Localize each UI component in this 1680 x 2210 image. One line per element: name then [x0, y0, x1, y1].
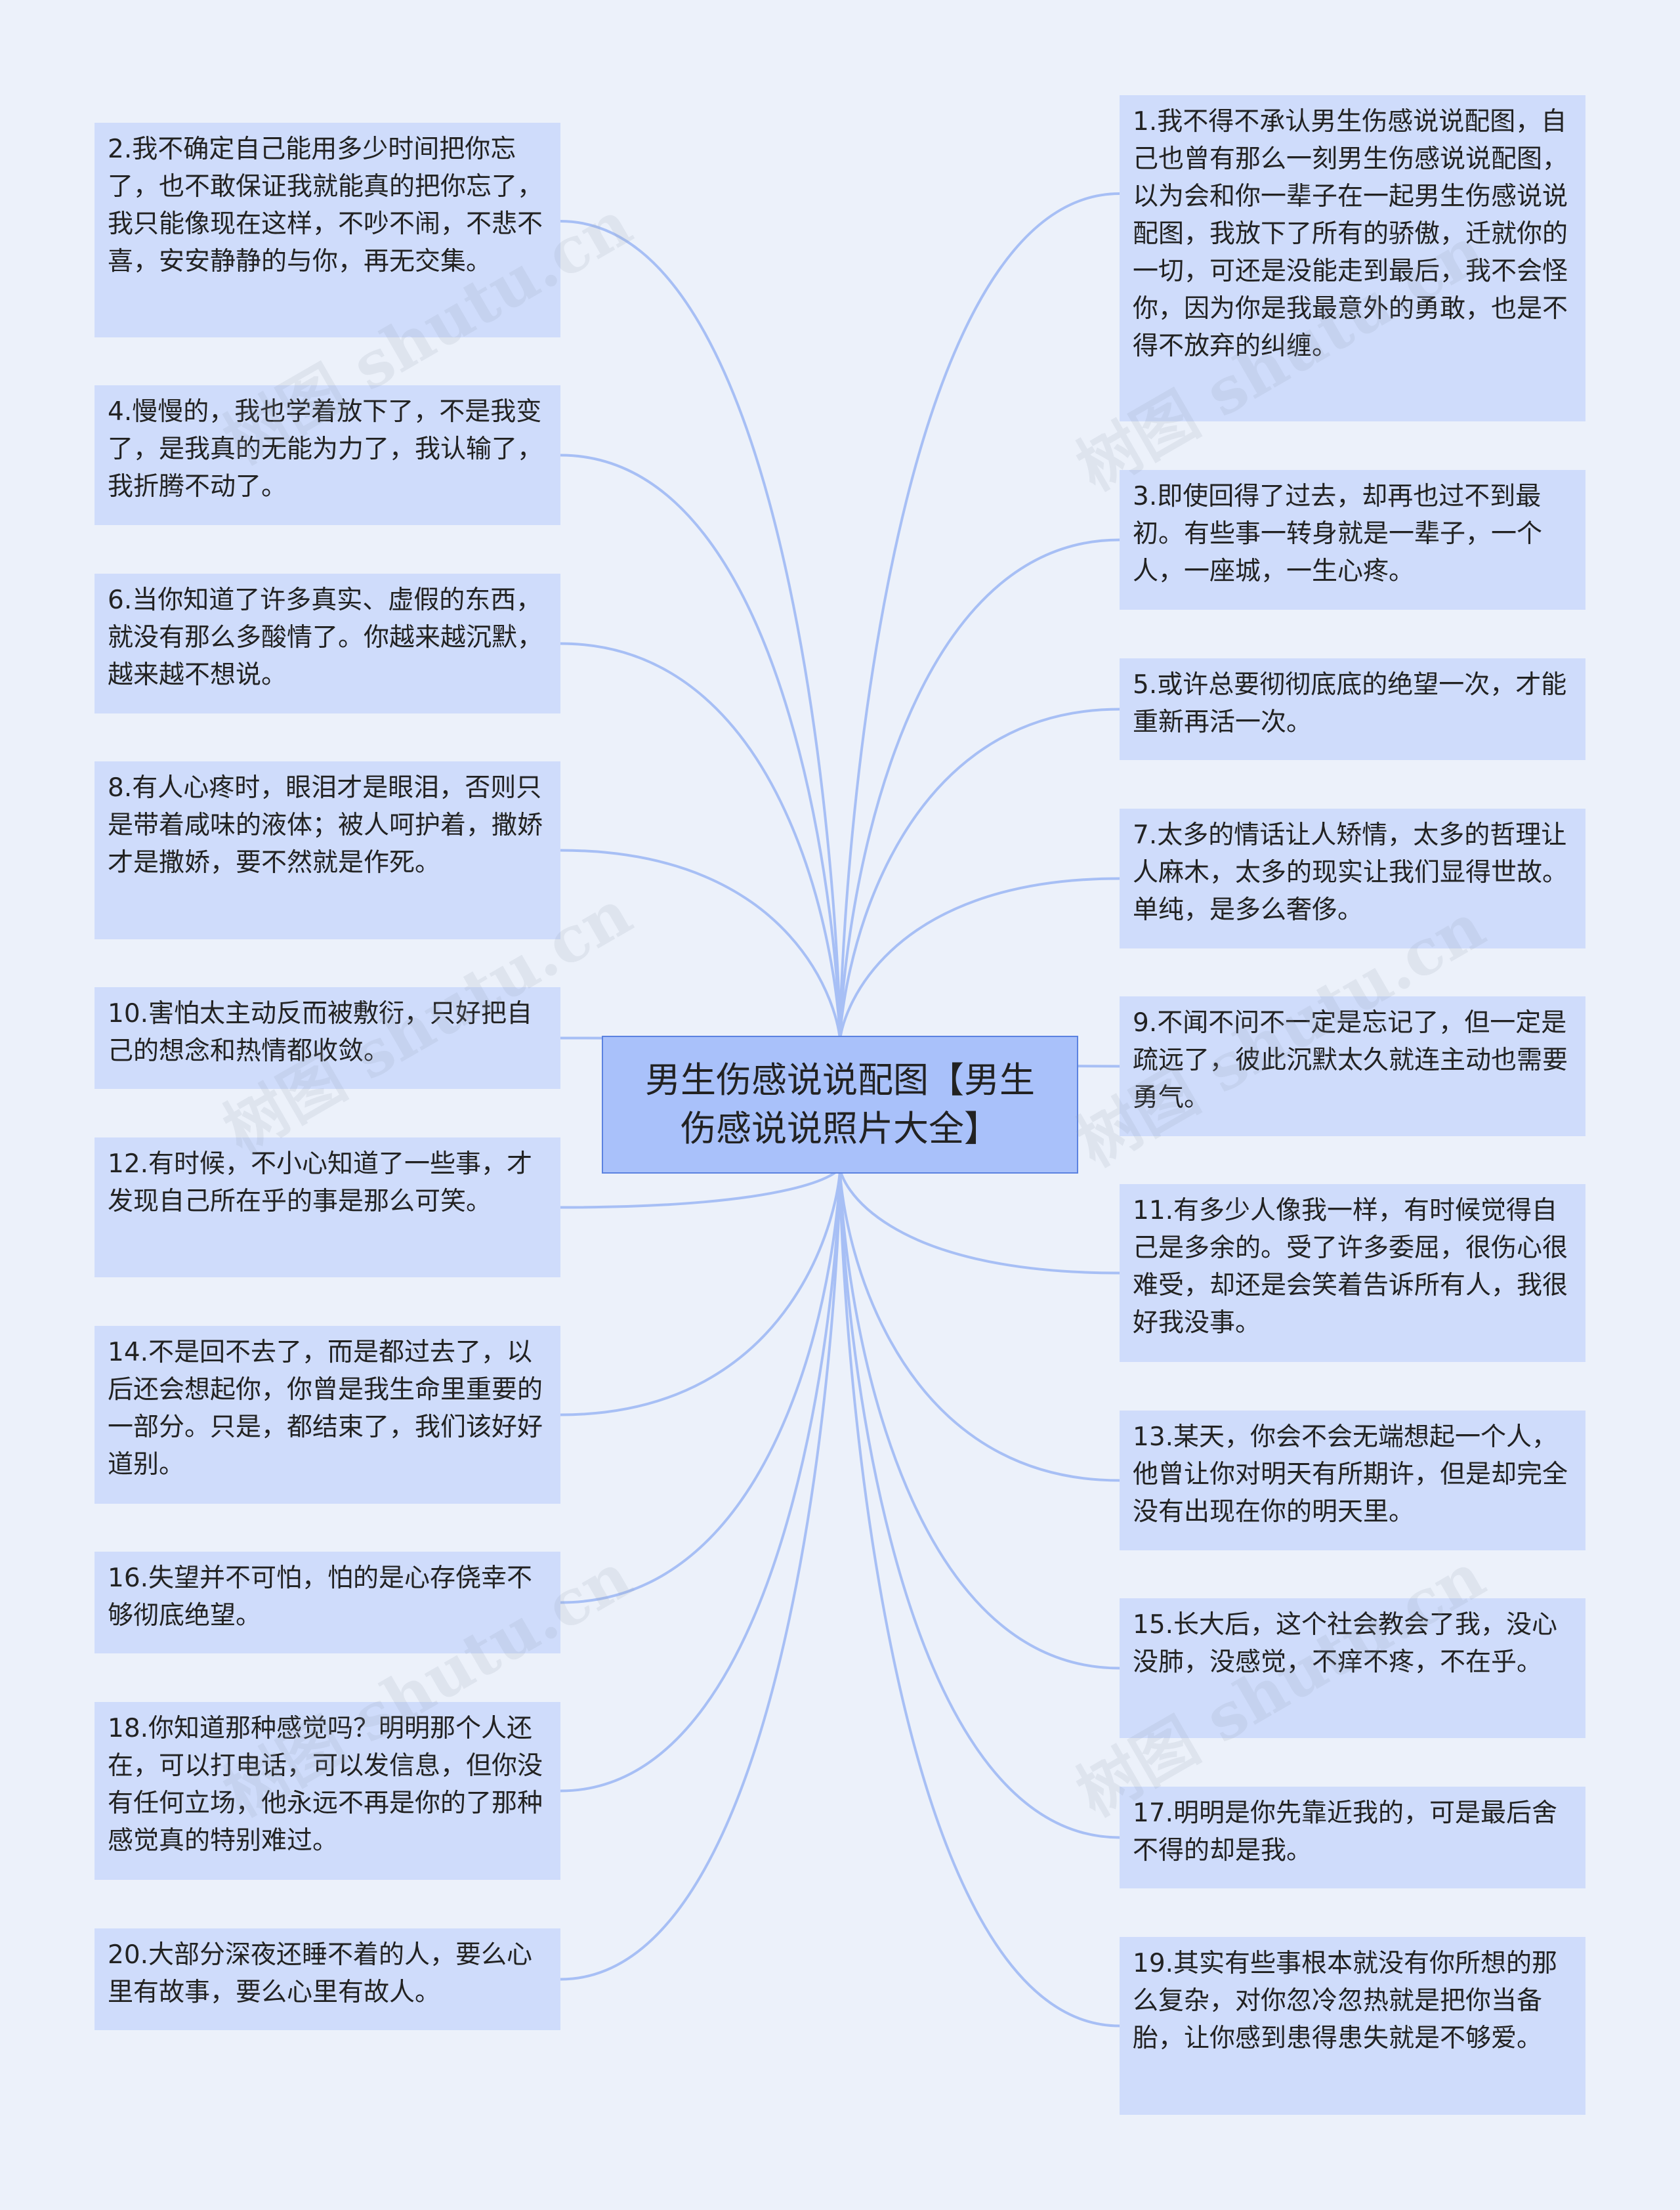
branch-node[interactable]: 13.某天，你会不会无端想起一个人，他曾让你对明天有所期许，但是却完全没有出现在… [1120, 1411, 1586, 1550]
branch-node[interactable]: 20.大部分深夜还睡不着的人，要么心里有故事，要么心里有故人。 [94, 1928, 560, 2030]
branch-node[interactable]: 15.长大后，这个社会教会了我，没心没肺，没感觉，不痒不疼，不在乎。 [1120, 1598, 1586, 1738]
connector-left-0 [560, 220, 841, 1043]
branch-node[interactable]: 10.害怕太主动反而被敷衍，只好把自己的想念和热情都收敛。 [94, 987, 560, 1089]
branch-node-text: 2.我不确定自己能用多少时间把你忘了，也不敢保证我就能真的把你忘了，我只能像现在… [108, 135, 543, 276]
branch-node[interactable]: 17.明明是你先靠近我的，可是最后舍不得的却是我。 [1120, 1787, 1586, 1888]
branch-node-text: 19.其实有些事根本就没有你所想的那么复杂，对你忽冷忽热就是把你当备胎，让你感到… [1133, 1949, 1558, 2053]
connector-right-6 [839, 1166, 1120, 1482]
branch-node[interactable]: 2.我不确定自己能用多少时间把你忘了，也不敢保证我就能真的把你忘了，我只能像现在… [94, 123, 560, 337]
branch-node-text: 7.太多的情话让人矫情，太多的哲理让人麻木，太多的现实让我们显得世故。单纯，是多… [1133, 820, 1568, 925]
branch-node-text: 5.或许总要彻彻底底的绝望一次，才能重新再活一次。 [1133, 670, 1567, 737]
branch-node[interactable]: 8.有人心疼时，眼泪才是眼泪，否则只是带着咸味的液体；被人呵护着，撒娇才是撒娇，… [94, 761, 560, 939]
connector-right-8 [839, 1166, 1120, 1839]
branch-node-text: 16.失望并不可怕，怕的是心存侥幸不够彻底绝望。 [108, 1563, 533, 1630]
branch-node-text: 10.害怕太主动反而被敷衍，只好把自己的想念和热情都收敛。 [108, 999, 533, 1066]
connector-left-6 [560, 1166, 841, 1416]
branch-node-text: 18.你知道那种感觉吗？明明那个人还在，可以打电话，可以发信息，但你没有任何立场… [108, 1714, 543, 1856]
connector-right-9 [839, 1166, 1120, 2028]
branch-node-text: 17.明明是你先靠近我的，可是最后舍不得的却是我。 [1133, 1798, 1558, 1865]
branch-node-text: 3.即使回得了过去，却再也过不到最初。有些事一转身就是一辈子，一个人，一座城，一… [1133, 482, 1543, 586]
root-topic-label: 男生伤感说说配图【男生伤感说说照片大全】 [645, 1059, 1035, 1149]
branch-node-text: 20.大部分深夜还睡不着的人，要么心里有故事，要么心里有故人。 [108, 1940, 533, 2007]
branch-node[interactable]: 14.不是回不去了，而是都过去了，以后还会想起你，你曾是我生命里重要的一部分。只… [94, 1326, 560, 1504]
connector-left-1 [560, 454, 841, 1043]
connector-left-8 [560, 1166, 841, 1793]
connector-left-7 [560, 1166, 841, 1604]
connector-right-1 [839, 538, 1120, 1043]
branch-node[interactable]: 4.慢慢的，我也学着放下了，不是我变了，是我真的无能为力了，我认输了，我折腾不动… [94, 385, 560, 525]
branch-node-text: 1.我不得不承认男生伤感说说配图，自己也曾有那么一刻男生伤感说说配图，以为会和你… [1133, 107, 1568, 361]
branch-node-text: 9.不闻不问不一定是忘记了，但一定是疏远了，彼此沉默太久就连主动也需要勇气。 [1133, 1008, 1568, 1113]
branch-node[interactable]: 16.失望并不可怕，怕的是心存侥幸不够彻底绝望。 [94, 1552, 560, 1653]
branch-node[interactable]: 12.有时候，不小心知道了一些事，才发现自己所在乎的事是那么可笑。 [94, 1137, 560, 1277]
branch-node[interactable]: 7.太多的情话让人矫情，太多的哲理让人麻木，太多的现实让我们显得世故。单纯，是多… [1120, 809, 1586, 948]
branch-node[interactable]: 3.即使回得了过去，却再也过不到最初。有些事一转身就是一辈子，一个人，一座城，一… [1120, 470, 1586, 610]
branch-node-text: 15.长大后，这个社会教会了我，没心没肺，没感觉，不痒不疼，不在乎。 [1133, 1610, 1558, 1677]
connector-left-3 [560, 849, 841, 1043]
branch-node-text: 6.当你知道了许多真实、虚假的东西，就没有那么多酸情了。你越来越沉默，越来越不想… [108, 585, 543, 690]
connector-left-2 [560, 642, 841, 1043]
root-topic[interactable]: 男生伤感说说配图【男生伤感说说照片大全】 [602, 1036, 1078, 1174]
branch-node-text: 11.有多少人像我一样，有时候觉得自己是多余的。受了许多委屈，很伤心很难受，却还… [1133, 1196, 1568, 1338]
branch-node[interactable]: 5.或许总要彻彻底底的绝望一次，才能重新再活一次。 [1120, 658, 1586, 760]
branch-node-text: 13.某天，你会不会无端想起一个人，他曾让你对明天有所期许，但是却完全没有出现在… [1133, 1422, 1568, 1527]
connector-right-5 [839, 1166, 1120, 1275]
branch-node[interactable]: 18.你知道那种感觉吗？明明那个人还在，可以打电话，可以发信息，但你没有任何立场… [94, 1702, 560, 1880]
connector-left-9 [560, 1166, 841, 1981]
branch-node[interactable]: 11.有多少人像我一样，有时候觉得自己是多余的。受了许多委屈，很伤心很难受，却还… [1120, 1184, 1586, 1362]
branch-node[interactable]: 6.当你知道了许多真实、虚假的东西，就没有那么多酸情了。你越来越沉默，越来越不想… [94, 574, 560, 713]
connector-right-2 [839, 708, 1120, 1043]
branch-node[interactable]: 9.不闻不问不一定是忘记了，但一定是疏远了，彼此沉默太久就连主动也需要勇气。 [1120, 996, 1586, 1136]
branch-node-text: 12.有时候，不小心知道了一些事，才发现自己所在乎的事是那么可笑。 [108, 1149, 533, 1216]
branch-node-text: 4.慢慢的，我也学着放下了，不是我变了，是我真的无能为力了，我认输了，我折腾不动… [108, 397, 543, 501]
branch-node[interactable]: 19.其实有些事根本就没有你所想的那么复杂，对你忽冷忽热就是把你当备胎，让你感到… [1120, 1937, 1586, 2115]
branch-node-text: 8.有人心疼时，眼泪才是眼泪，否则只是带着咸味的液体；被人呵护着，撒娇才是撒娇，… [108, 773, 543, 878]
connector-right-0 [839, 192, 1120, 1043]
branch-node[interactable]: 1.我不得不承认男生伤感说说配图，自己也曾有那么一刻男生伤感说说配图，以为会和你… [1120, 95, 1586, 421]
branch-node-text: 14.不是回不去了，而是都过去了，以后还会想起你，你曾是我生命里重要的一部分。只… [108, 1338, 543, 1479]
connector-right-3 [839, 877, 1120, 1043]
